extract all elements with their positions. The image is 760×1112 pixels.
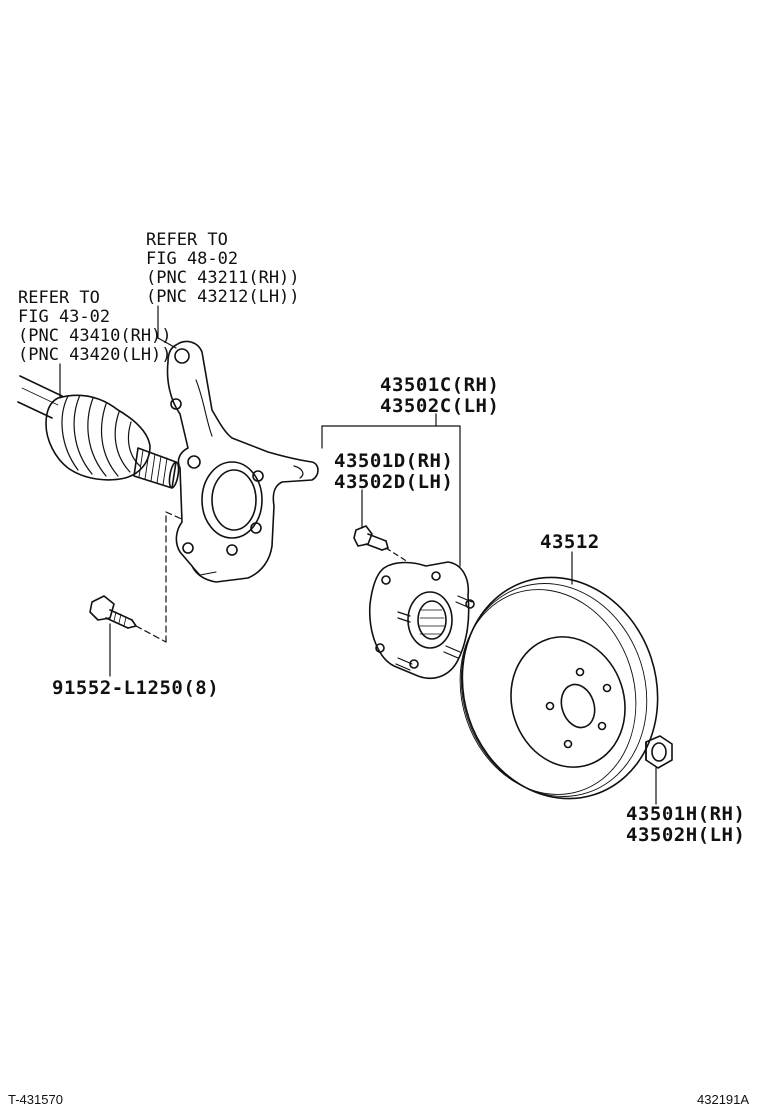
callout-line: 43501D(RH) xyxy=(334,450,454,472)
illustration-code-left: T-431570 xyxy=(8,1092,63,1107)
callout-line: 43501C(RH) xyxy=(380,374,500,396)
callout-line: 91552-L1250(8) xyxy=(52,677,220,699)
illustration-code-right: 432191A xyxy=(697,1092,750,1107)
hub-nut xyxy=(645,735,673,769)
callout-line: (PNC 43420(LH)) xyxy=(18,345,172,365)
callout-line: REFER TO xyxy=(146,230,228,250)
callout-line: (PNC 43211(RH)) xyxy=(146,268,300,288)
callout-line: 43502C(LH) xyxy=(380,395,500,417)
callout-line: (PNC 43410(RH)) xyxy=(18,326,172,346)
callout-line: 43512 xyxy=(540,531,600,553)
callout-line: FIG 48-02 xyxy=(146,249,239,269)
callout-line: 43502H(LH) xyxy=(626,824,746,846)
drive-shaft-boot xyxy=(17,375,180,489)
callout-line: REFER TO xyxy=(18,288,100,308)
hub-assembly xyxy=(368,561,475,680)
callout-line: 43502D(LH) xyxy=(334,471,454,493)
callout-line: FIG 43-02 xyxy=(18,307,111,327)
steering-knuckle xyxy=(166,340,319,583)
brake-disc xyxy=(459,576,659,800)
hub-stud xyxy=(353,525,389,551)
leader-lines xyxy=(59,305,657,805)
callout-line: (PNC 43212(LH)) xyxy=(146,287,300,307)
callout-line: 43501H(RH) xyxy=(626,803,746,825)
knuckle-bolt xyxy=(89,595,137,629)
